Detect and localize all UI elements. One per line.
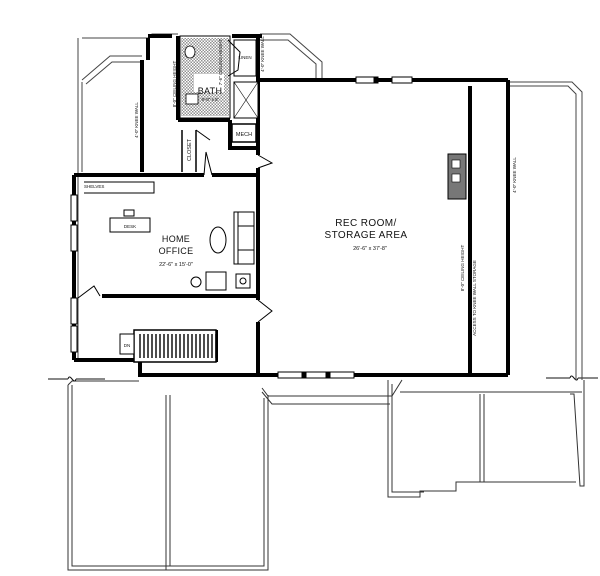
closet-mech — [181, 123, 257, 172]
rec-room-windows — [277, 76, 413, 379]
chimney — [447, 153, 467, 200]
room-labels: REC ROOM/ STORAGE AREA 26'-6" x 37'-8" H… — [84, 55, 407, 348]
dimension-notes: 4'-0" KNEE WALL 4'-0" KNEE WALL 4'-0" KN… — [134, 36, 517, 336]
door-swings — [77, 129, 274, 323]
bath-dims: 9'-0" x 8' — [201, 97, 218, 102]
knee-wall-left-note: 4'-0" KNEE WALL — [134, 102, 139, 138]
exterior-walls — [72, 34, 510, 377]
knee-wall-right-note: 4'-0" KNEE WALL — [512, 157, 517, 193]
office-furniture — [84, 181, 255, 291]
rec-room-dims: 26'-6" x 37'-8" — [353, 246, 387, 252]
ceiling-height-right-note: 8'-0" CEILING HEIGHT — [460, 245, 465, 292]
access-storage-note: ACCESS TO KNEE WALL STORAGE — [472, 260, 477, 336]
office-dims: 22'-6" x 15'-0" — [159, 262, 193, 268]
lower-level-outline — [67, 379, 585, 571]
mech-label: MECH — [236, 132, 252, 138]
linen-label: LINEN — [238, 55, 251, 60]
dn-label: DN — [124, 343, 131, 348]
shelves-label: SHELVES — [84, 184, 104, 189]
ceiling-height-left-note: 8'-0" CEILING HEIGHT — [172, 61, 177, 108]
office-label-line1: HOME — [162, 234, 190, 244]
bath-area — [179, 35, 259, 119]
grade-line — [48, 375, 598, 382]
office-label-line2: OFFICE — [159, 246, 194, 256]
storage-area-label: STORAGE AREA — [325, 230, 408, 241]
knee-wall-perimeter — [77, 33, 583, 380]
office-windows — [70, 194, 78, 353]
ceiling-height-bath-note: 7'-6" CEILING HEIGHT — [218, 39, 223, 86]
bath-label: BATH — [198, 86, 223, 96]
staircase — [119, 329, 217, 363]
rec-room-label: REC ROOM/ — [335, 218, 396, 229]
knee-wall-top-note: 4'-0" KNEE WALL — [260, 36, 265, 72]
closet-label: CLOSET — [187, 138, 193, 161]
desk-label: DESK — [124, 224, 136, 229]
